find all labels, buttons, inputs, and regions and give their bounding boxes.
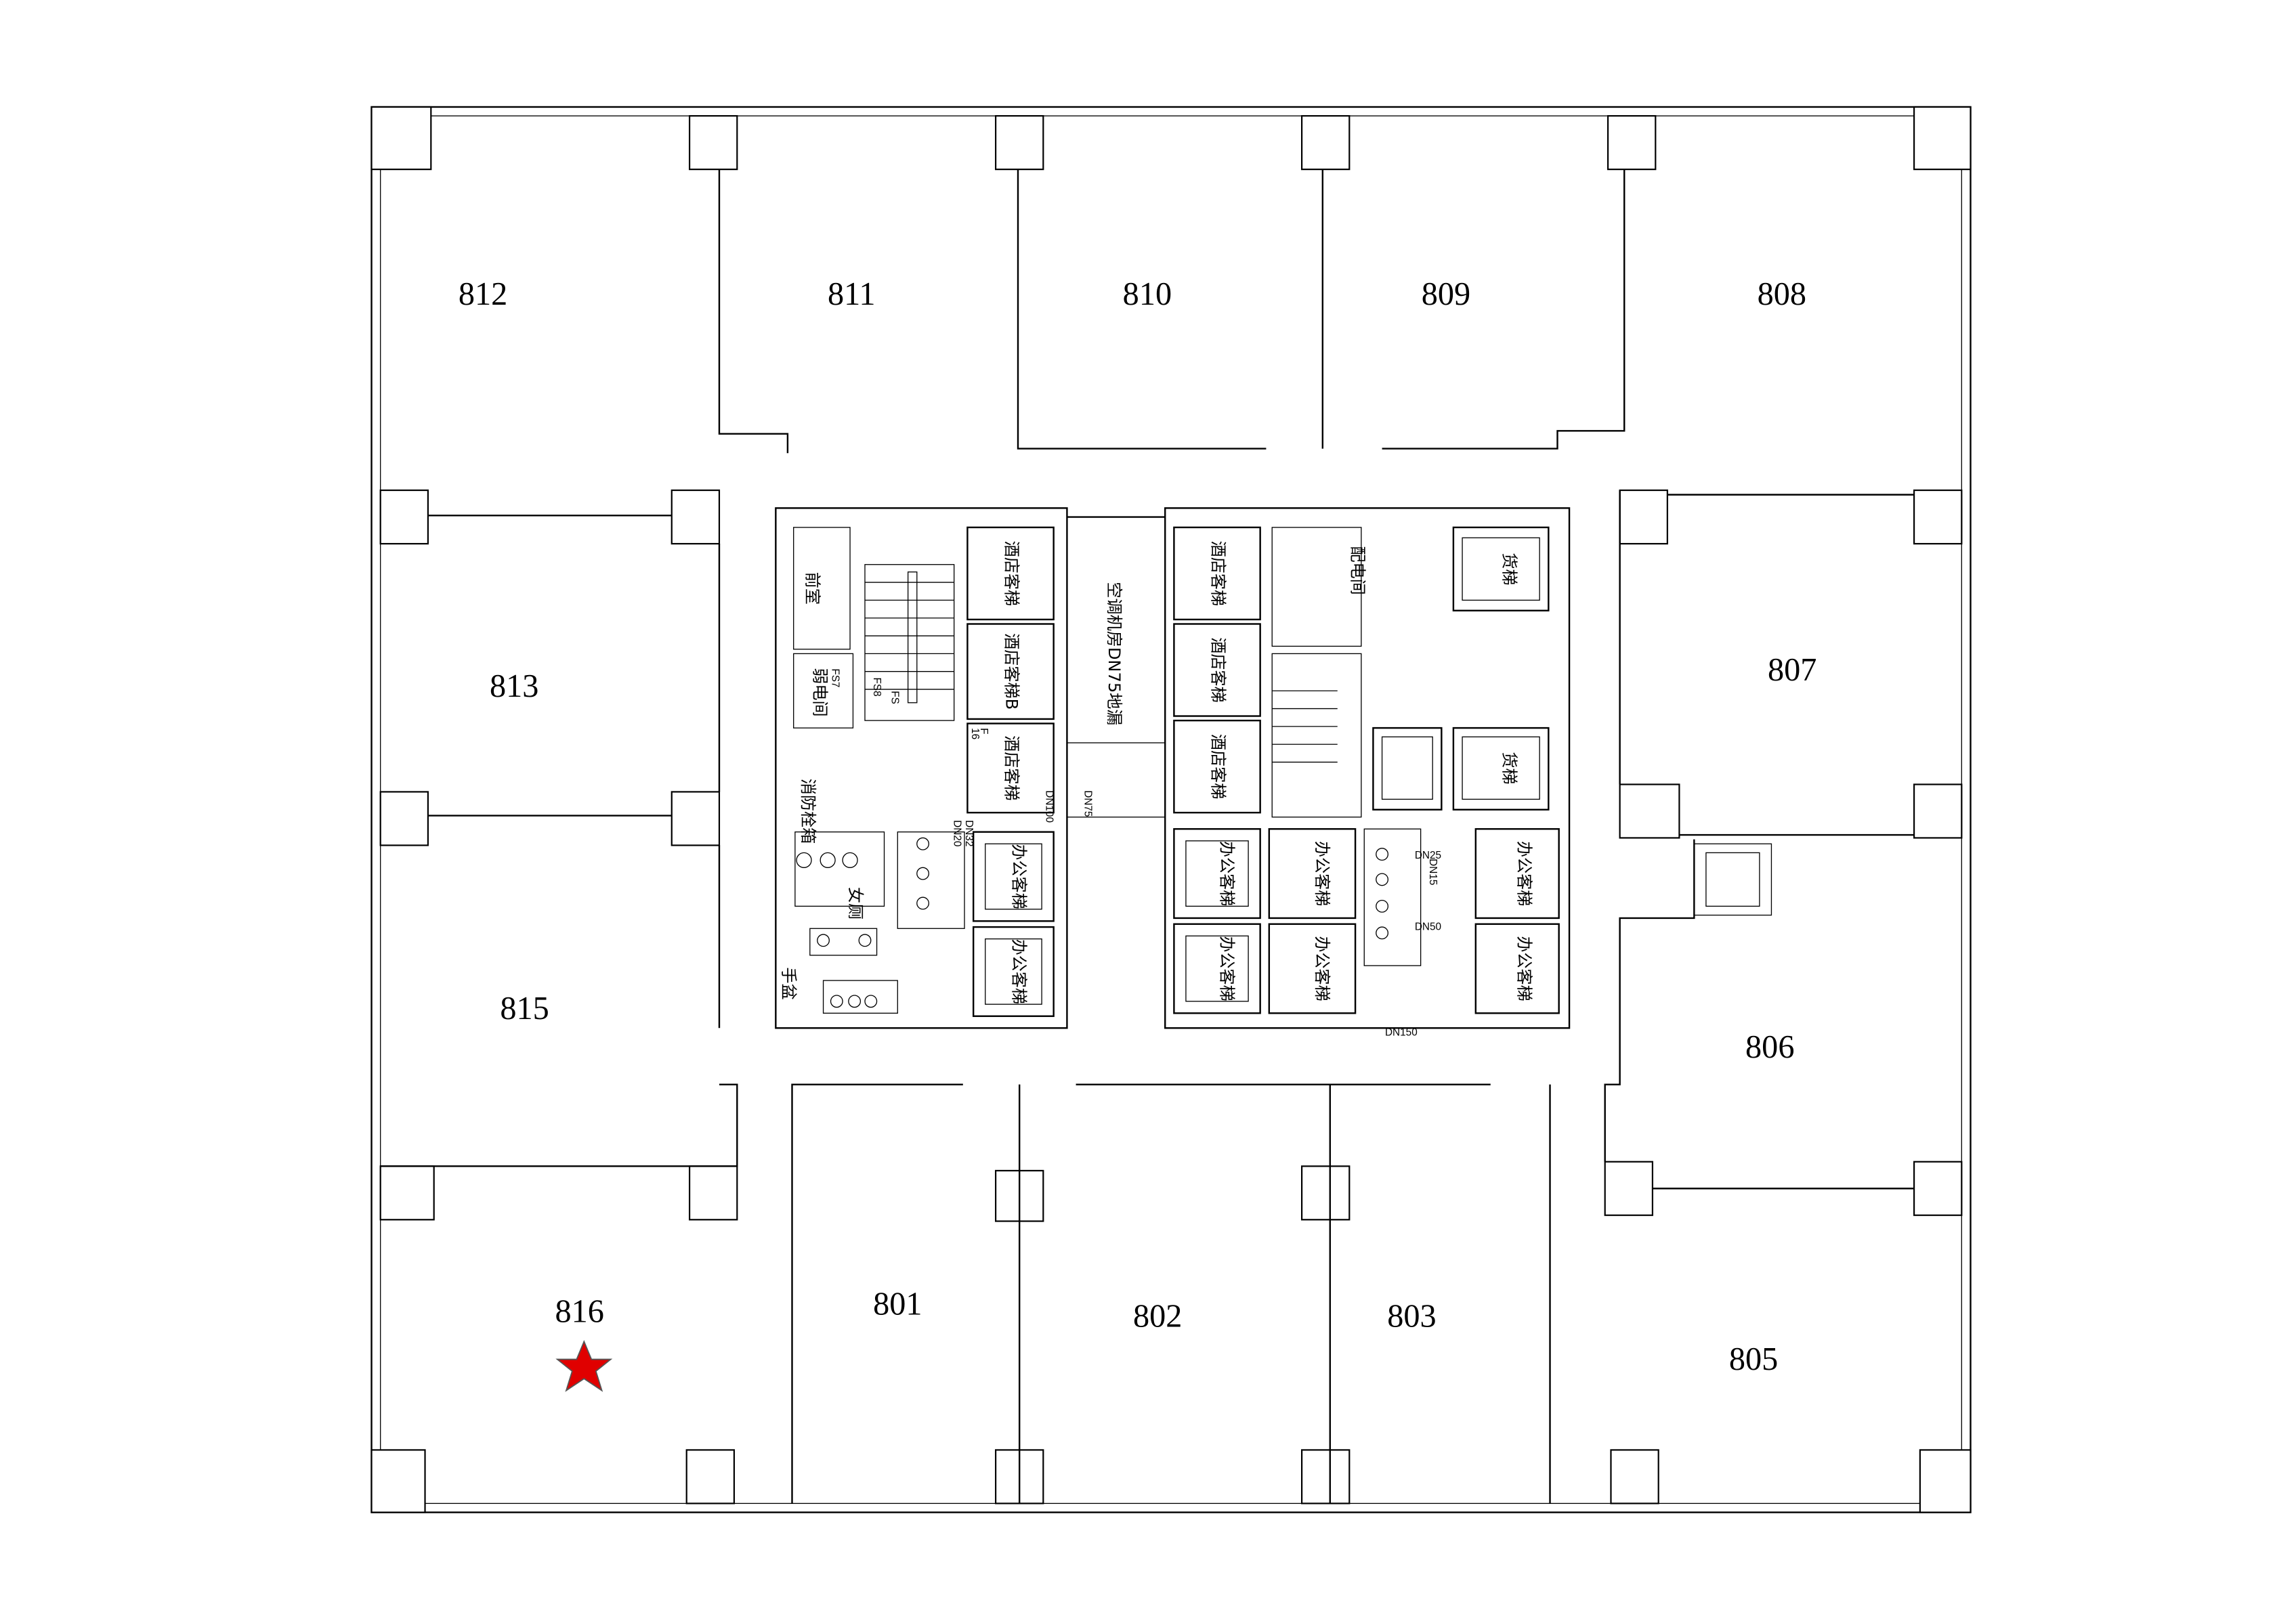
room-809: 809	[1422, 276, 1470, 312]
structural-columns	[370, 106, 1972, 1513]
pipe-labels: DN100 DN75 DN32 DN20 DN150 DN25 DN50 DN1…	[830, 668, 1441, 1038]
label-hand-basin: 手盆	[779, 967, 798, 999]
pipe-f: F	[978, 728, 990, 734]
core-right	[1164, 507, 1772, 1029]
label-power-room: 配电间	[1348, 546, 1367, 594]
label-fire-hose: 消防栓箱	[799, 779, 817, 844]
room-801: 801	[873, 1287, 922, 1322]
pipe-dn15: DN15	[1427, 859, 1439, 885]
label-womens-wc: 女厕	[846, 887, 865, 920]
label-office-elevator-2: 办公客梯	[1009, 939, 1028, 1005]
label-hotel-elevator-4: 酒店客梯	[1208, 541, 1227, 607]
room-806: 806	[1745, 1029, 1794, 1065]
label-hotel-elevator-5: 酒店客梯	[1208, 637, 1227, 703]
pipe-fs: FS	[889, 691, 901, 704]
pipe-fs7: FS7	[830, 668, 841, 687]
star-marker-icon	[555, 1339, 613, 1392]
partition-walls	[380, 169, 1915, 1504]
pipe-dn100: DN100	[1044, 790, 1055, 823]
label-hotel-elevator-3: 酒店客梯	[1002, 735, 1021, 801]
label-office-elevator-3: 办公客梯	[1218, 841, 1237, 907]
room-807: 807	[1768, 652, 1816, 688]
room-802: 802	[1133, 1298, 1182, 1334]
pipe-dn20: DN20	[952, 820, 963, 846]
pipe-dn25: DN25	[1415, 850, 1441, 861]
room-805: 805	[1729, 1341, 1778, 1377]
pipe-dn50: DN50	[1415, 921, 1441, 932]
room-803: 803	[1387, 1298, 1436, 1334]
pipe-f16: 16	[969, 728, 981, 739]
room-labels: 812 811 810 809 808 813 807 815 806 816 …	[459, 276, 1816, 1377]
room-813: 813	[490, 668, 538, 704]
label-office-elevator-4: 办公客梯	[1218, 936, 1237, 1001]
room-816: 816	[555, 1294, 604, 1330]
label-office-elevator-7: 办公客梯	[1514, 841, 1533, 907]
room-808: 808	[1758, 276, 1806, 312]
label-office-elevator-5: 办公客梯	[1313, 841, 1332, 907]
label-weak-current-room: 弱电间	[810, 668, 829, 716]
label-office-elevator-6: 办公客梯	[1313, 936, 1332, 1001]
room-815: 815	[500, 991, 549, 1026]
room-810: 810	[1123, 276, 1172, 312]
pipe-dn32: DN32	[963, 820, 975, 846]
label-freight-elevator-1: 货梯	[1500, 553, 1519, 585]
room-811: 811	[828, 276, 876, 312]
core-left	[775, 507, 1166, 1029]
label-ac-room: 空调机房DN75地漏	[1105, 582, 1124, 725]
label-office-elevator-8: 办公客梯	[1514, 936, 1533, 1001]
label-office-elevator-1: 办公客梯	[1009, 844, 1028, 909]
label-front-room: 前室	[803, 572, 822, 605]
label-hotel-elevator-6: 酒店客梯	[1208, 734, 1227, 800]
label-hotel-elevator-1: 酒店客梯	[1002, 541, 1021, 607]
core-labels: 前室 弱电间 酒店客梯 酒店客梯B 酒店客梯 空调机房DN75地漏 酒店客梯 酒…	[779, 541, 1533, 1005]
pipe-dn150: DN150	[1385, 1026, 1418, 1038]
room-812: 812	[459, 276, 507, 312]
pipe-fs8: FS8	[871, 677, 883, 696]
label-freight-elevator-2: 货梯	[1500, 752, 1519, 784]
pipe-dn75: DN75	[1082, 790, 1094, 817]
label-hotel-elevator-b: 酒店客梯B	[1002, 633, 1021, 710]
